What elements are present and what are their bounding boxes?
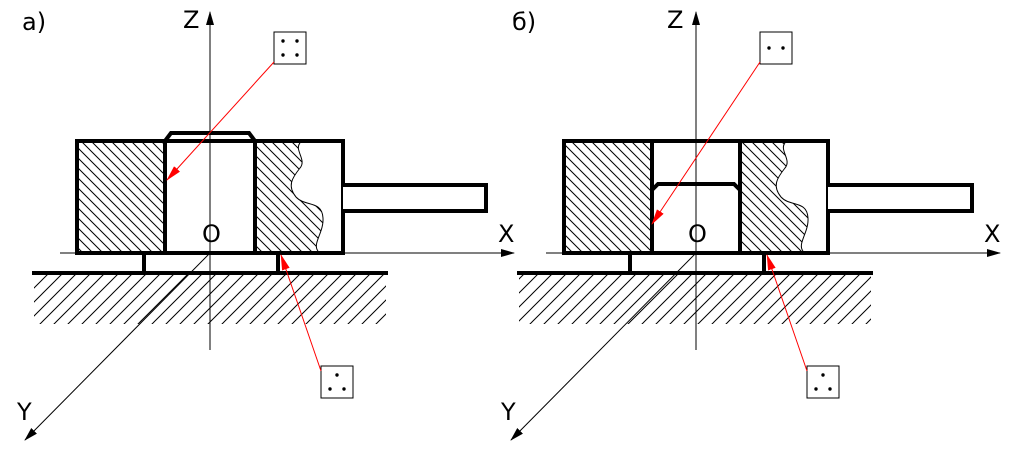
panel-label: а) (22, 8, 46, 36)
dot-symbol-box-top (759, 31, 793, 65)
axis-y (510, 252, 697, 441)
leader-bottom (280, 254, 322, 372)
leader-top (166, 61, 275, 181)
left-block (562, 139, 654, 255)
leader-top (651, 61, 761, 225)
ground-hatch (519, 274, 871, 324)
right-block-section (257, 143, 324, 251)
axis-z-label: Z (667, 6, 683, 34)
axis-y (24, 252, 211, 441)
right-block-section (742, 143, 809, 251)
two-dots-icon (767, 46, 785, 50)
three-dots-icon (328, 373, 346, 391)
dot-symbol-box-bottom (806, 365, 840, 399)
axis-z-label: Z (183, 6, 199, 34)
axis-x-label: X (984, 220, 1000, 248)
base-plate (628, 251, 766, 275)
origin-label: O (688, 220, 707, 248)
leader-bottom (766, 254, 808, 372)
base-plate (142, 251, 280, 275)
dot-symbol-box-top (273, 31, 307, 65)
left-block (75, 139, 167, 255)
break-line (775, 142, 809, 252)
shaft (343, 183, 488, 213)
panel-a: а) Z X Y O (16, 6, 515, 441)
dot-symbol-box-bottom (320, 365, 354, 399)
three-dots-icon (814, 373, 832, 391)
origin-label: O (202, 220, 221, 248)
axis-y-label: Y (16, 398, 32, 426)
axis-x-label: X (498, 220, 514, 248)
panel-b: б) Z X Y O (500, 6, 1001, 441)
axis-y-label: Y (500, 398, 516, 426)
break-line (290, 142, 324, 252)
panel-label: б) (512, 8, 536, 36)
four-dots-icon (281, 39, 299, 57)
shaft (828, 183, 974, 213)
